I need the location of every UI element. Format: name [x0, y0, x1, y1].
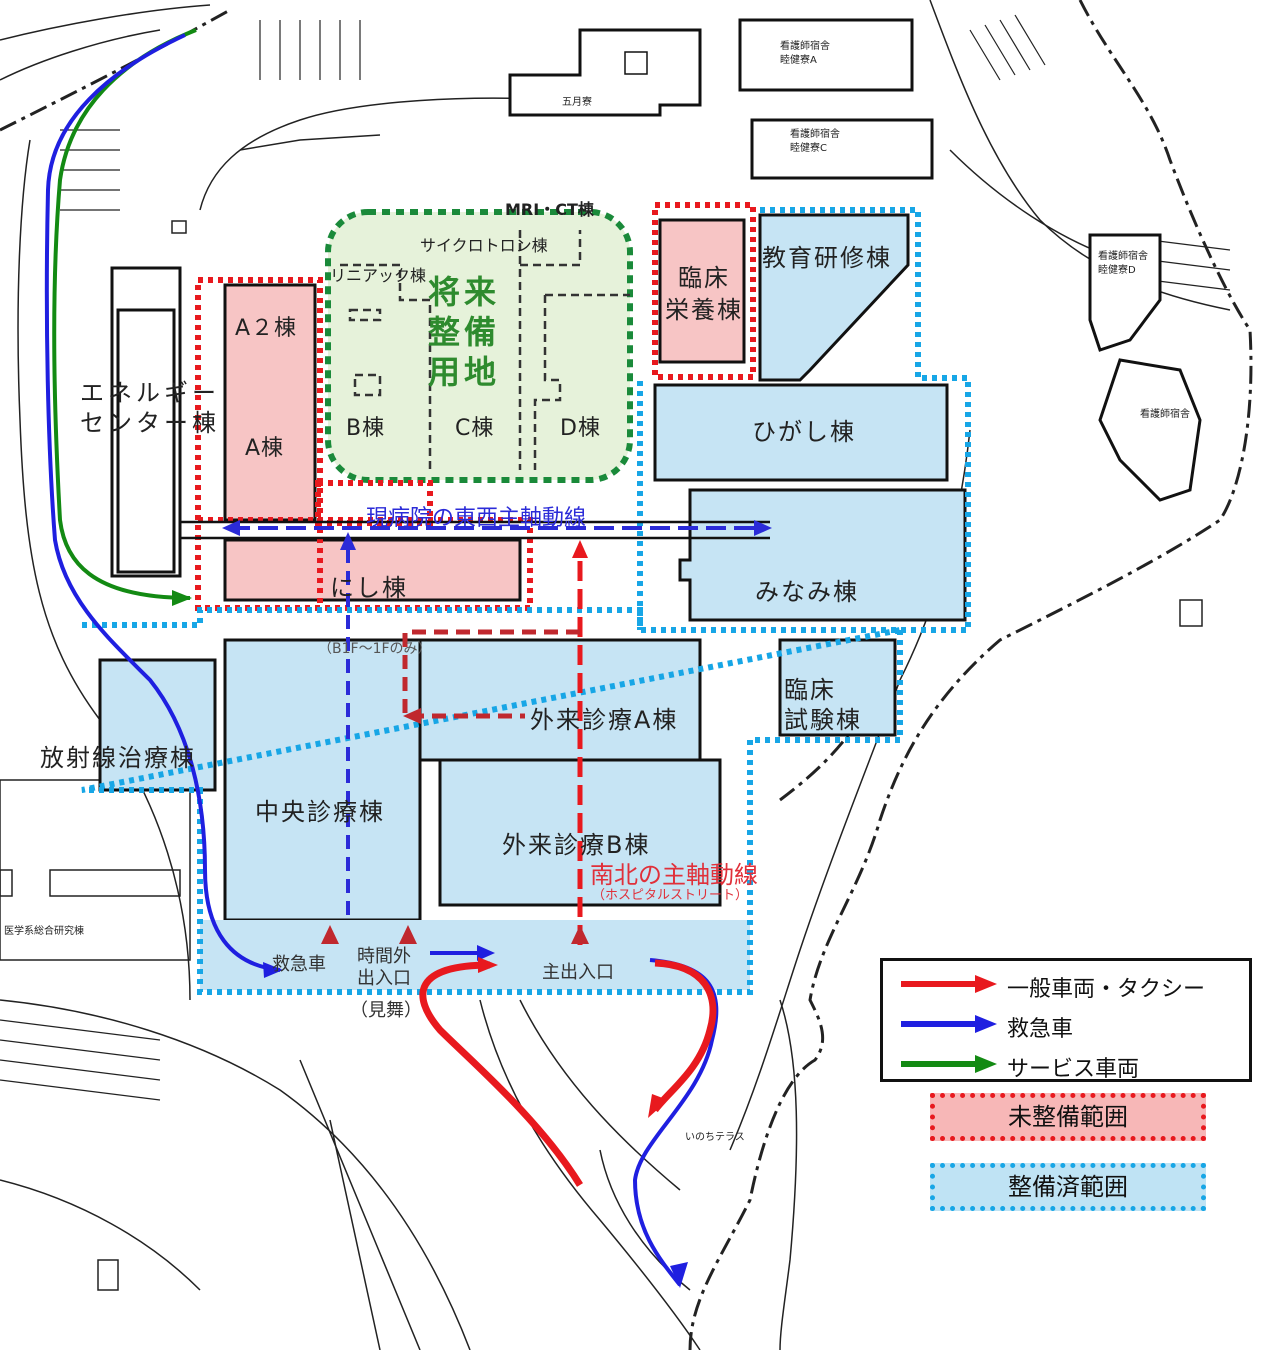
nishi-label: にし棟 [330, 574, 408, 602]
loop-line [402, 629, 580, 719]
chuo-label: 中央診療棟 [255, 798, 385, 826]
future-zone-label: 将来 整備 用地 [428, 273, 501, 391]
legend-label-service: サービス車両 [1007, 1057, 1140, 1082]
legend-label-ambulance: 救急車 [1007, 1017, 1074, 1042]
service-vehicle-arrow-icon [901, 1055, 997, 1073]
c-building-label: C棟 [455, 416, 495, 441]
after-hours-entrance-label: 時間外 出入口 [357, 946, 411, 989]
dorm-a-label: 看護師宿舎 睦健寮A [780, 41, 830, 66]
after-hours-entrance-marker [399, 925, 417, 944]
site-outlines [0, 0, 1231, 1350]
entrance-markers [321, 925, 589, 944]
ambulance-route-west [44, 33, 281, 972]
b-building-label: B棟 [346, 416, 386, 441]
dormitory-buildings [508, 18, 1202, 502]
east-west-axis-label: 現病院の東西主軸動線 [366, 506, 587, 531]
corridor-lines [180, 520, 770, 540]
dorm-d-label: 看護師宿舎 睦健寮D [1098, 251, 1148, 276]
energy-center-label: エネルギー センター棟 [80, 379, 220, 437]
route-arrowheads [172, 520, 772, 1288]
gairai-a-label: 外来診療A棟 [530, 706, 679, 734]
hoshasen-label: 放射線治療棟 [40, 744, 196, 772]
future-zone [325, 209, 633, 483]
inochi-label: いのちテラス [685, 1132, 745, 1143]
floor-note-label: （B1F～1Fのみ） [318, 641, 432, 657]
dorm-c-label: 看護師宿舎 睦健寮C [790, 129, 840, 154]
scope-outlines [81, 202, 971, 995]
route-legend: 一般車両・タクシー 救急車 サービス車両 [880, 958, 1252, 1082]
service-route [52, 28, 197, 600]
visit-label: （見舞） [350, 1000, 422, 1021]
higashi-label: ひがし棟 [752, 418, 856, 446]
general-route-in [419, 961, 583, 1187]
mri-ct-label: MRI・CT棟 [505, 200, 594, 219]
rinsho-eiyo-label: 臨床 栄養棟 [665, 264, 743, 324]
legend-item-service: サービス車両 [883, 1049, 1249, 1082]
energy-center [110, 266, 182, 578]
ambulance-route-south [632, 958, 719, 1287]
rinsho-shiken-label: 臨床 試験棟 [784, 676, 862, 734]
minami-label: みなみ棟 [755, 578, 859, 606]
emergency-entrance-label: 救急車 [272, 954, 326, 975]
kyoiku-label: 教育研修棟 [762, 244, 892, 272]
ambulance-arrow-icon [901, 1015, 997, 1033]
linac-label: リニアック棟 [330, 266, 427, 285]
north-south-axis-label: 南北の主軸動線 [590, 861, 758, 889]
dorm-e-label: 看護師宿舎 [1140, 409, 1190, 420]
main-entrance-label: 主出入口 [542, 962, 614, 983]
cyclotron-label: サイクロトロン棟 [420, 236, 548, 255]
legend-label-general: 一般車両・タクシー [1007, 977, 1206, 1002]
routes [44, 28, 765, 1287]
a2-building-label: A２棟 [235, 316, 298, 341]
d-building-label: D棟 [560, 416, 601, 441]
undeveloped-areas [223, 218, 746, 602]
a-building-label: A棟 [245, 436, 285, 461]
gogatsu-label: 五月寮 [562, 97, 592, 108]
igaku-label: 医学系総合研究棟 [4, 926, 84, 937]
future-zone-inner-lines [340, 230, 630, 470]
main-entrance-marker [571, 925, 589, 944]
hospital-street-label: （ホスピタルストリート） [592, 888, 749, 903]
general-route-out [652, 959, 717, 1113]
legend-item-ambulance: 救急車 [883, 1009, 1249, 1042]
general-vehicle-arrow-icon [901, 975, 997, 993]
gairai-b-label: 外来診療B棟 [502, 831, 651, 859]
legend-undeveloped: 未整備範囲 [930, 1093, 1206, 1141]
legend-developed: 整備済範囲 [930, 1163, 1206, 1211]
legend-item-general: 一般車両・タクシー [883, 969, 1249, 1002]
parking-areas [0, 14, 1231, 1101]
emergency-entrance-marker [321, 925, 339, 944]
